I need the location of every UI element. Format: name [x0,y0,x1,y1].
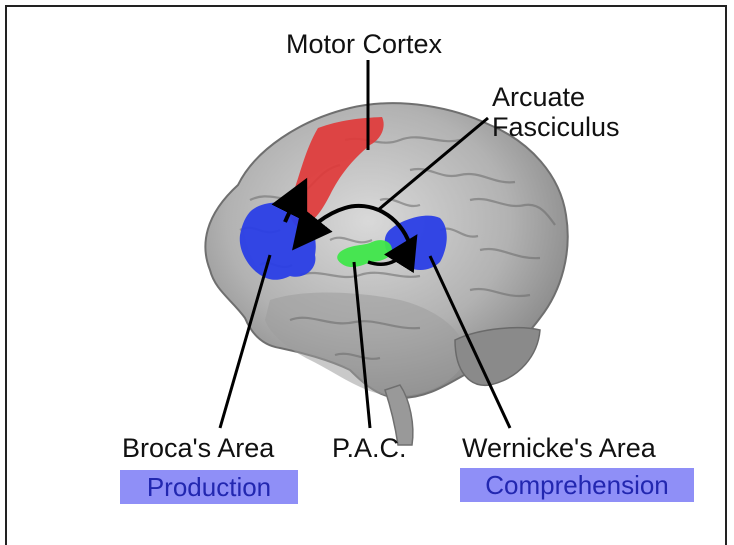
arcuate-label-line2: Fasciculus [492,114,620,141]
production-box: Production [120,470,298,504]
arcuate-label-line1: Arcuate [492,84,585,111]
comprehension-box: Comprehension [460,468,694,502]
wernicke-label: Wernicke's Area [462,435,656,462]
motor-cortex-label: Motor Cortex [286,31,442,58]
pac-label: P.A.C. [332,435,407,462]
broca-label: Broca's Area [122,435,274,462]
